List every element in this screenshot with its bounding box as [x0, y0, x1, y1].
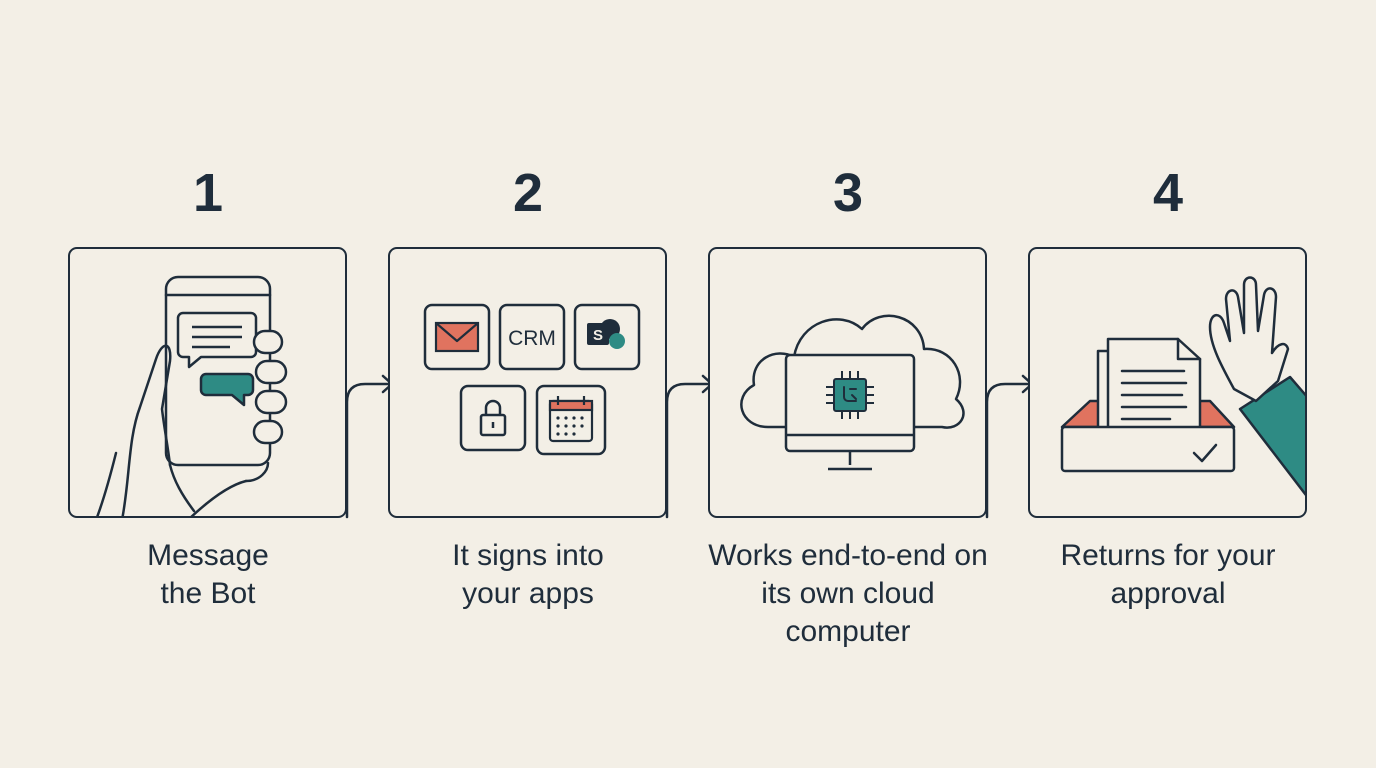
step-1-number: 1	[192, 163, 224, 223]
inbox-front-icon	[1060, 425, 1236, 473]
step-1-panel	[68, 247, 347, 518]
chip-icon	[826, 371, 874, 419]
step-4-number: 4	[1152, 163, 1184, 223]
crm-icon: CRM	[498, 303, 566, 371]
crm-label: CRM	[508, 327, 556, 350]
chat-bubble-teal-icon	[199, 372, 255, 407]
raised-hand-icon	[1208, 276, 1305, 496]
step-2-panel: CRM S	[388, 247, 667, 518]
step-2-caption: It signs into your apps	[452, 539, 604, 610]
calendar-icon	[535, 384, 607, 456]
step-3-panel	[708, 247, 987, 518]
step-1-caption: Message the Bot	[147, 539, 269, 610]
apps-illustration: CRM S	[423, 303, 641, 456]
lock-icon	[459, 384, 527, 452]
chat-bubble-icon	[176, 311, 258, 369]
approval-illustration	[1060, 276, 1305, 496]
step-2-number: 2	[512, 163, 544, 223]
step-3-number: 3	[832, 163, 864, 223]
phone-hand-illustration	[96, 275, 288, 516]
document-icon	[1096, 337, 1202, 449]
checkmark-icon	[1192, 443, 1218, 463]
step-4-panel	[1028, 247, 1307, 518]
step-3-caption: Works end-to-end on its own cloud comput…	[708, 539, 988, 648]
hand-icon	[96, 329, 288, 516]
mail-icon	[423, 303, 491, 371]
cloud-computer-illustration	[740, 314, 965, 471]
sharepoint-icon: S	[573, 303, 641, 371]
sharepoint-letter: S	[593, 327, 603, 344]
cloud-icon	[740, 314, 965, 429]
step-4-caption: Returns for your approval	[1060, 539, 1276, 610]
